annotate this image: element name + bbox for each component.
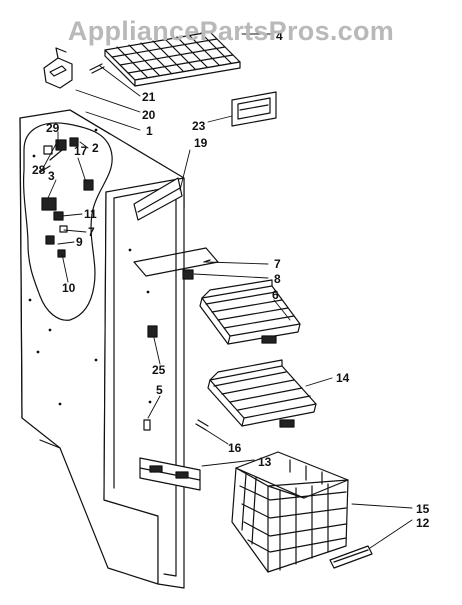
wire-shelf-lower-part: [207, 359, 317, 428]
panel-part: [231, 91, 277, 127]
callout-6: 6: [272, 288, 279, 302]
top-grille-part: [104, 31, 241, 87]
callout-12: 12: [416, 516, 430, 530]
callout-3: 3: [48, 169, 55, 183]
callout-14: 14: [336, 371, 350, 385]
callout-9: 9: [76, 235, 83, 249]
callout-15: 15: [416, 502, 430, 516]
flap-part: [133, 177, 183, 221]
trim-strip-part: [139, 457, 201, 491]
bracket-part: [43, 47, 73, 89]
callout-4: 4: [276, 29, 283, 43]
screw-lower-part: [143, 419, 151, 431]
callout-19: 19: [194, 136, 208, 150]
callout-7a: 7: [88, 225, 95, 239]
callout-8: 8: [274, 272, 281, 286]
callout-16: 16: [228, 441, 242, 455]
callout-28: 28: [32, 163, 46, 177]
freezer-liner-part: [19, 109, 185, 589]
screw-16-part: [195, 419, 209, 431]
wire-shelf-upper-part: [199, 279, 301, 345]
callout-23: 23: [192, 119, 206, 133]
basket-front-part: [329, 545, 373, 569]
callout-17: 17: [74, 144, 88, 158]
callout-11: 11: [84, 207, 97, 221]
callout-7b: 7: [274, 257, 281, 271]
control-components: [39, 137, 94, 258]
callout-21: 21: [142, 90, 156, 104]
callout-5: 5: [156, 383, 163, 397]
clip-part: [182, 259, 211, 280]
callout-13: 13: [258, 455, 272, 469]
leader-lines: [41, 33, 413, 549]
wire-basket-part: [231, 451, 349, 573]
callout-25: 25: [152, 363, 166, 377]
bracket-small-part: [147, 325, 158, 338]
control-housing-outline: [23, 122, 113, 321]
callout-2: 2: [92, 141, 99, 155]
screw-part: [89, 63, 105, 74]
callout-labels: 4 21 20 1 23 19 29 2 17 28 3 11 7 9 10 7…: [32, 29, 430, 530]
callout-1: 1: [146, 124, 153, 138]
callout-10: 10: [62, 281, 76, 295]
callout-29: 29: [46, 121, 60, 135]
callout-20: 20: [142, 108, 156, 122]
